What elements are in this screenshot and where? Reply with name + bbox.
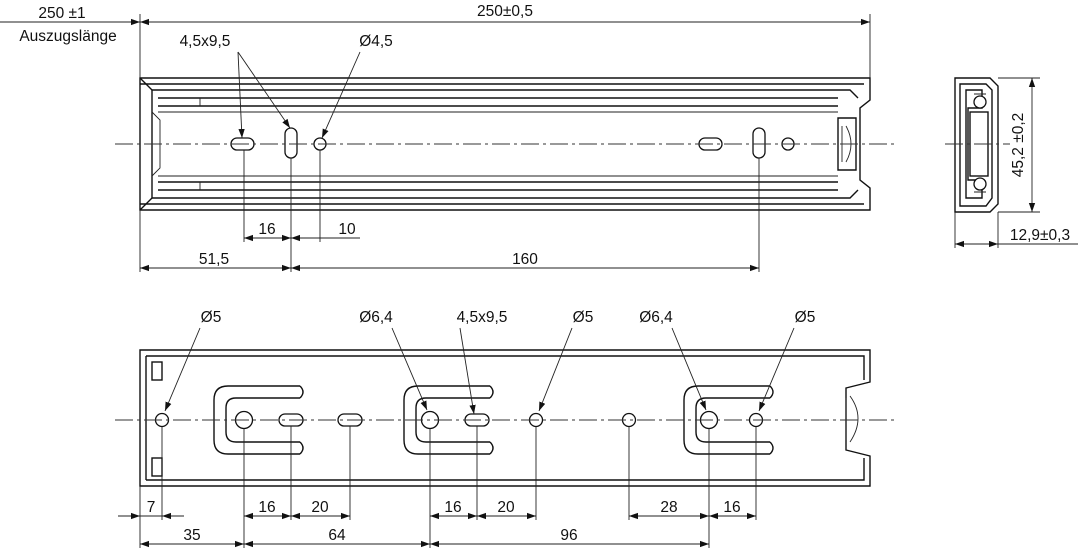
length-label: 250±0,5: [477, 3, 533, 20]
bottom-hole-64-label-a: Ø6,4: [359, 309, 393, 326]
extension-label: 250 ±1: [38, 5, 85, 22]
height-label: 45,2 ±0,2: [1010, 113, 1027, 178]
bottom-dimensions: Ø5 Ø6,4 4,5x9,5 Ø5 Ø6,4 Ø5 7 16 20 16: [118, 309, 815, 548]
dim-20-b: 20: [497, 499, 515, 516]
top-slot-vertical-right: [752, 127, 766, 159]
top-view-rail: [115, 77, 895, 211]
top-slot-vertical: [284, 127, 298, 159]
dim-64: 64: [328, 527, 346, 544]
bottom-hole-left-label: Ø5: [201, 309, 222, 326]
side-dimensions: 45,2 ±0,2 12,9±0,3: [954, 77, 1078, 248]
dim-16-a: 16: [258, 499, 275, 516]
dim-16-b: 16: [444, 499, 461, 516]
bottom-hole-right-label: Ø5: [795, 309, 816, 326]
width-label: 12,9±0,3: [1010, 227, 1070, 244]
top-dimensions: 250±0,5 250 ±1 Auszugslänge 4,5x9,5 Ø4,5…: [0, 3, 871, 272]
side-view-profile: [945, 77, 1010, 213]
bottom-hole-mid-label: Ø5: [573, 309, 594, 326]
dim-160: 160: [512, 251, 538, 268]
dim-20-a: 20: [311, 499, 329, 516]
extension-caption: Auszugslänge: [19, 28, 116, 45]
dim-10-top: 10: [338, 221, 356, 238]
dim-35: 35: [183, 527, 200, 544]
dim-28: 28: [660, 499, 677, 516]
dim-7: 7: [147, 499, 156, 516]
dim-51-5: 51,5: [199, 251, 229, 268]
top-slot-label: 4,5x9,5: [180, 33, 231, 50]
dim-16-c: 16: [723, 499, 740, 516]
bottom-hole-64-label-b: Ø6,4: [639, 309, 673, 326]
dim-16-top: 16: [258, 221, 275, 238]
top-hole-label: Ø4,5: [359, 33, 393, 50]
bottom-slot-label: 4,5x9,5: [457, 309, 508, 326]
bottom-view-rail: [115, 349, 895, 487]
dim-96: 96: [560, 527, 577, 544]
